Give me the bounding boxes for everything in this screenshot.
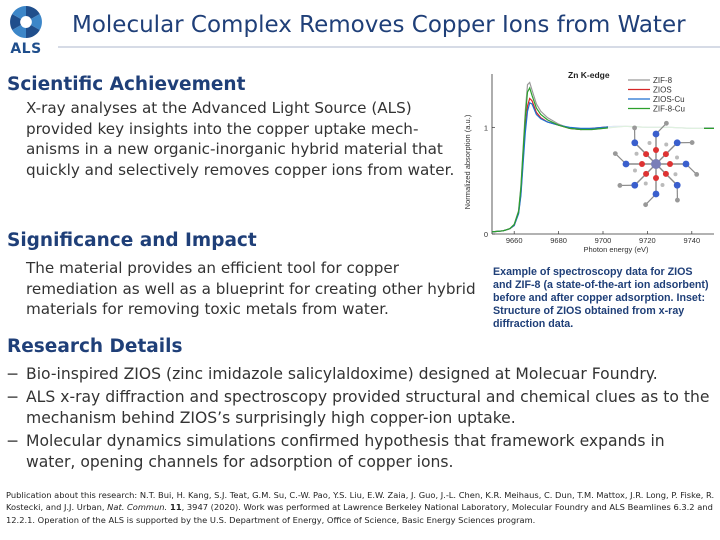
inset-atom-nitrogen (673, 139, 681, 147)
xanes-chart: Normalized absorption (a.u.) Zn K-edge P… (456, 66, 718, 254)
chart-ylabel: Normalized absorption (a.u.) (463, 114, 472, 209)
inset-atom-oxygen (643, 151, 650, 158)
inset-atom-hydrogen (632, 168, 637, 173)
inset-atom-oxygen (653, 147, 659, 153)
chart-x-tick-label: 9720 (639, 236, 656, 245)
research-bullet: −Bio-inspired ZIOS (zinc imidazole salic… (6, 364, 716, 385)
inset-atom-carbon (612, 151, 618, 157)
chart-y-tick-label: 1 (484, 123, 488, 132)
significance-text: The material provides an efficient tool … (26, 259, 476, 318)
achievement-heading: Scientific Achievement (7, 74, 246, 95)
inset-atom-hydrogen (643, 181, 648, 186)
inset-atom-oxygen (662, 151, 669, 158)
research-bullet-text: Bio-inspired ZIOS (zinc imidazole salicy… (26, 365, 658, 383)
citation-authors: Publication about this research: N.T. Bu… (6, 490, 715, 513)
legend-label: ZIOS-Cu (653, 95, 685, 104)
inset-atom-hydrogen (634, 151, 639, 156)
inset-atom-nitrogen (622, 160, 630, 168)
citation-details: , 3947 (2020). Work was performed at Law… (6, 502, 713, 525)
inset-atom-hydrogen (675, 155, 680, 160)
chart-x-tick-label: 9660 (506, 236, 523, 245)
inset-atom-carbon (694, 171, 700, 177)
publication-citation: Publication about this research: N.T. Bu… (6, 489, 716, 526)
achievement-text: X-ray analyses at the Advanced Light Sou… (26, 99, 455, 179)
research-bullet: −ALS x-ray diffraction and spectroscopy … (6, 387, 716, 429)
bullet-dash: − (6, 388, 20, 406)
citation-journal: Nat. Commun. (107, 502, 168, 513)
bullet-dash: − (6, 432, 20, 450)
chart-y-tick-label: 0 (484, 230, 488, 239)
als-logo: ALS (8, 4, 44, 66)
inset-atom-carbon (617, 183, 623, 188)
inset-atom-carbon (643, 202, 649, 208)
inset-atom-oxygen (653, 175, 659, 181)
citation-volume: 11 (167, 502, 182, 513)
inset-atom-hydrogen (660, 183, 665, 188)
inset-atom-nitrogen (631, 181, 639, 189)
inset-atom-nitrogen (652, 190, 660, 198)
chart-x-tick-label: 9740 (683, 236, 700, 245)
legend-label: ZIF-8 (653, 76, 673, 85)
research-bullet-text: Molecular dynamics simulations confirmed… (26, 432, 665, 471)
inset-atom-hydrogen (647, 140, 652, 145)
chart-axes: 9660 9680 9700 9720 9740 0 1 (484, 74, 714, 245)
inset-atom-nitrogen (631, 139, 639, 147)
figure-caption: Example of spectroscopy data for ZIOS an… (493, 266, 709, 330)
research-bullet-list: −Bio-inspired ZIOS (zinc imidazole salic… (6, 364, 716, 475)
inset-atom-oxygen (662, 170, 669, 177)
inset-atom-carbon (663, 120, 669, 126)
inset-atom-carbon (689, 140, 695, 145)
logo-text: ALS (10, 41, 42, 57)
page-title: Molecular Complex Removes Copper Ions fr… (72, 12, 686, 38)
chart-x-tick-label: 9680 (550, 236, 567, 245)
inset-atom-carbon (632, 125, 637, 131)
legend-label: ZIOS (653, 86, 672, 95)
xanes-chart-svg: Normalized absorption (a.u.) Zn K-edge P… (456, 66, 718, 254)
inset-atom-oxygen (667, 161, 673, 167)
structure-inset (608, 120, 704, 216)
significance-heading: Significance and Impact (7, 230, 257, 251)
research-heading: Research Details (7, 336, 183, 357)
inset-atom-oxygen (639, 161, 645, 167)
inset-atom-hydrogen (673, 172, 678, 177)
title-divider (58, 46, 720, 48)
research-bullet: −Molecular dynamics simulations confirme… (6, 431, 716, 473)
inset-atom-oxygen (643, 170, 650, 177)
chart-x-tick-label: 9700 (595, 236, 612, 245)
bullet-dash: − (6, 365, 20, 383)
inset-atom-nitrogen (652, 130, 660, 138)
chart-title: Zn K-edge (568, 70, 610, 80)
inset-atom-nitrogen (682, 160, 690, 168)
inset-atom-nitrogen (673, 181, 681, 189)
inset-atom-hydrogen (664, 142, 669, 147)
legend-label: ZIF-8-Cu (653, 105, 685, 114)
inset-atom-carbon (675, 197, 680, 203)
chart-xlabel: Photon energy (eV) (583, 245, 649, 254)
research-bullet-text: ALS x-ray diffraction and spectroscopy p… (26, 388, 710, 427)
als-logo-icon (10, 6, 42, 38)
inset-atom-zinc (651, 159, 661, 169)
